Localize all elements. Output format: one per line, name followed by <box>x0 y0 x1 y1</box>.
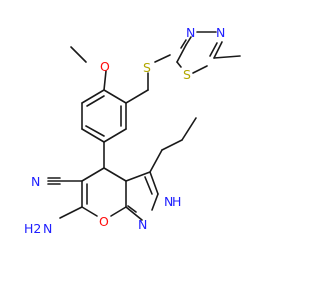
thioether-sulfur-label: S <box>143 60 151 75</box>
pyrazole-h-label: H <box>172 194 181 209</box>
pyrazole-n-label: N <box>138 217 147 232</box>
methoxy-oxygen-label: O <box>100 59 110 74</box>
amine-hydrogen-label: H2 <box>24 221 41 236</box>
pyrazole-nh-label: N <box>164 194 173 209</box>
thiadiazole-n2-label: N <box>216 25 225 40</box>
molecule-structure: O S S N N N N H2 O N N H <box>24 25 241 236</box>
pyran-oxygen-label: O <box>99 214 109 229</box>
amine-nitrogen-label: N <box>43 221 52 236</box>
thiadiazole-n1-label: N <box>186 25 195 40</box>
atom-labels: O S S N N N N H2 O N N H <box>24 25 225 236</box>
bonds <box>47 31 241 221</box>
molecule-canvas: O S S N N N N H2 O N N H <box>24 25 241 236</box>
thiadiazole-sulfur-label: S <box>183 67 191 82</box>
nitrile-nitrogen-label: N <box>31 174 40 189</box>
